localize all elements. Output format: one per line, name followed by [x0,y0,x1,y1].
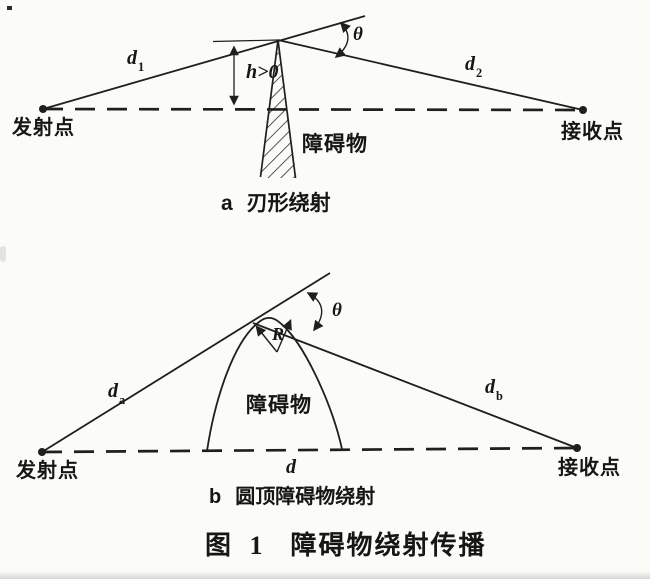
label-radius: R [272,324,285,344]
caption-b: b 圆顶障碍物绕射 [209,487,375,507]
label-db-base: d [485,376,495,398]
label-db: db [485,376,503,403]
label-d2-base: d [465,53,475,75]
ray-da [41,272,331,453]
figure-caption: 图 1 障碍物绕射传播 [205,533,487,559]
theta-arc-b [306,292,324,332]
ray-db [252,322,578,449]
knife-edge-left-side [259,39,279,178]
label-d2: d2 [465,53,483,80]
baseline-dashed-a [42,107,584,112]
knife-edge-right-side [277,39,297,179]
label-d2-sub: 2 [476,66,483,80]
label-d1-sub: 1 [138,60,145,74]
label-receive-b: 接收点 [558,457,621,479]
receive-dot-a [579,106,587,114]
baseline-dashed-b [41,446,578,454]
label-obstacle-a: 障碍物 [302,132,368,156]
transmit-dot-b [38,448,46,456]
label-baseline-d: d [286,456,296,478]
label-receive-a: 接收点 [561,121,624,143]
caption-b-letter: b [209,486,222,508]
dome-obstacle-outline [206,316,343,452]
label-transmit-b: 发射点 [16,460,79,482]
scan-speck [7,6,12,10]
apex-reference-tick [212,39,279,43]
label-da-base: d [108,380,118,402]
scan-smudge [0,246,6,262]
label-height-condition: h>0 [246,61,279,83]
label-theta-a: θ [353,24,363,45]
dome-diagram [38,272,581,456]
receive-dot-b [573,444,581,452]
figure-caption-tag: 图 1 [205,531,269,560]
caption-a-letter: a [221,192,233,215]
figure-caption-text: 障碍物绕射传播 [290,531,487,560]
caption-a: a 刃形绕射 [221,191,331,215]
theta-arc-a [334,21,351,58]
label-obstacle-b: 障碍物 [246,393,312,417]
transmit-dot-a [39,105,47,113]
knife-edge-diagram [39,15,587,179]
label-d1: d1 [127,47,145,74]
label-da: da [108,380,126,407]
label-db-sub: b [496,389,503,403]
label-d1-base: d [127,47,137,69]
radius-arrow-right [276,319,292,353]
caption-a-text: 刃形绕射 [246,191,331,215]
label-theta-b: θ [332,300,342,321]
scan-bottom-shade [0,571,650,579]
label-da-sub: a [119,393,126,407]
radius-arrow-left [255,325,278,353]
ray-d2 [277,39,584,111]
caption-b-text: 圆顶障碍物绕射 [235,486,376,508]
label-transmit-a: 发射点 [12,117,75,139]
ray-d1 [42,15,366,110]
